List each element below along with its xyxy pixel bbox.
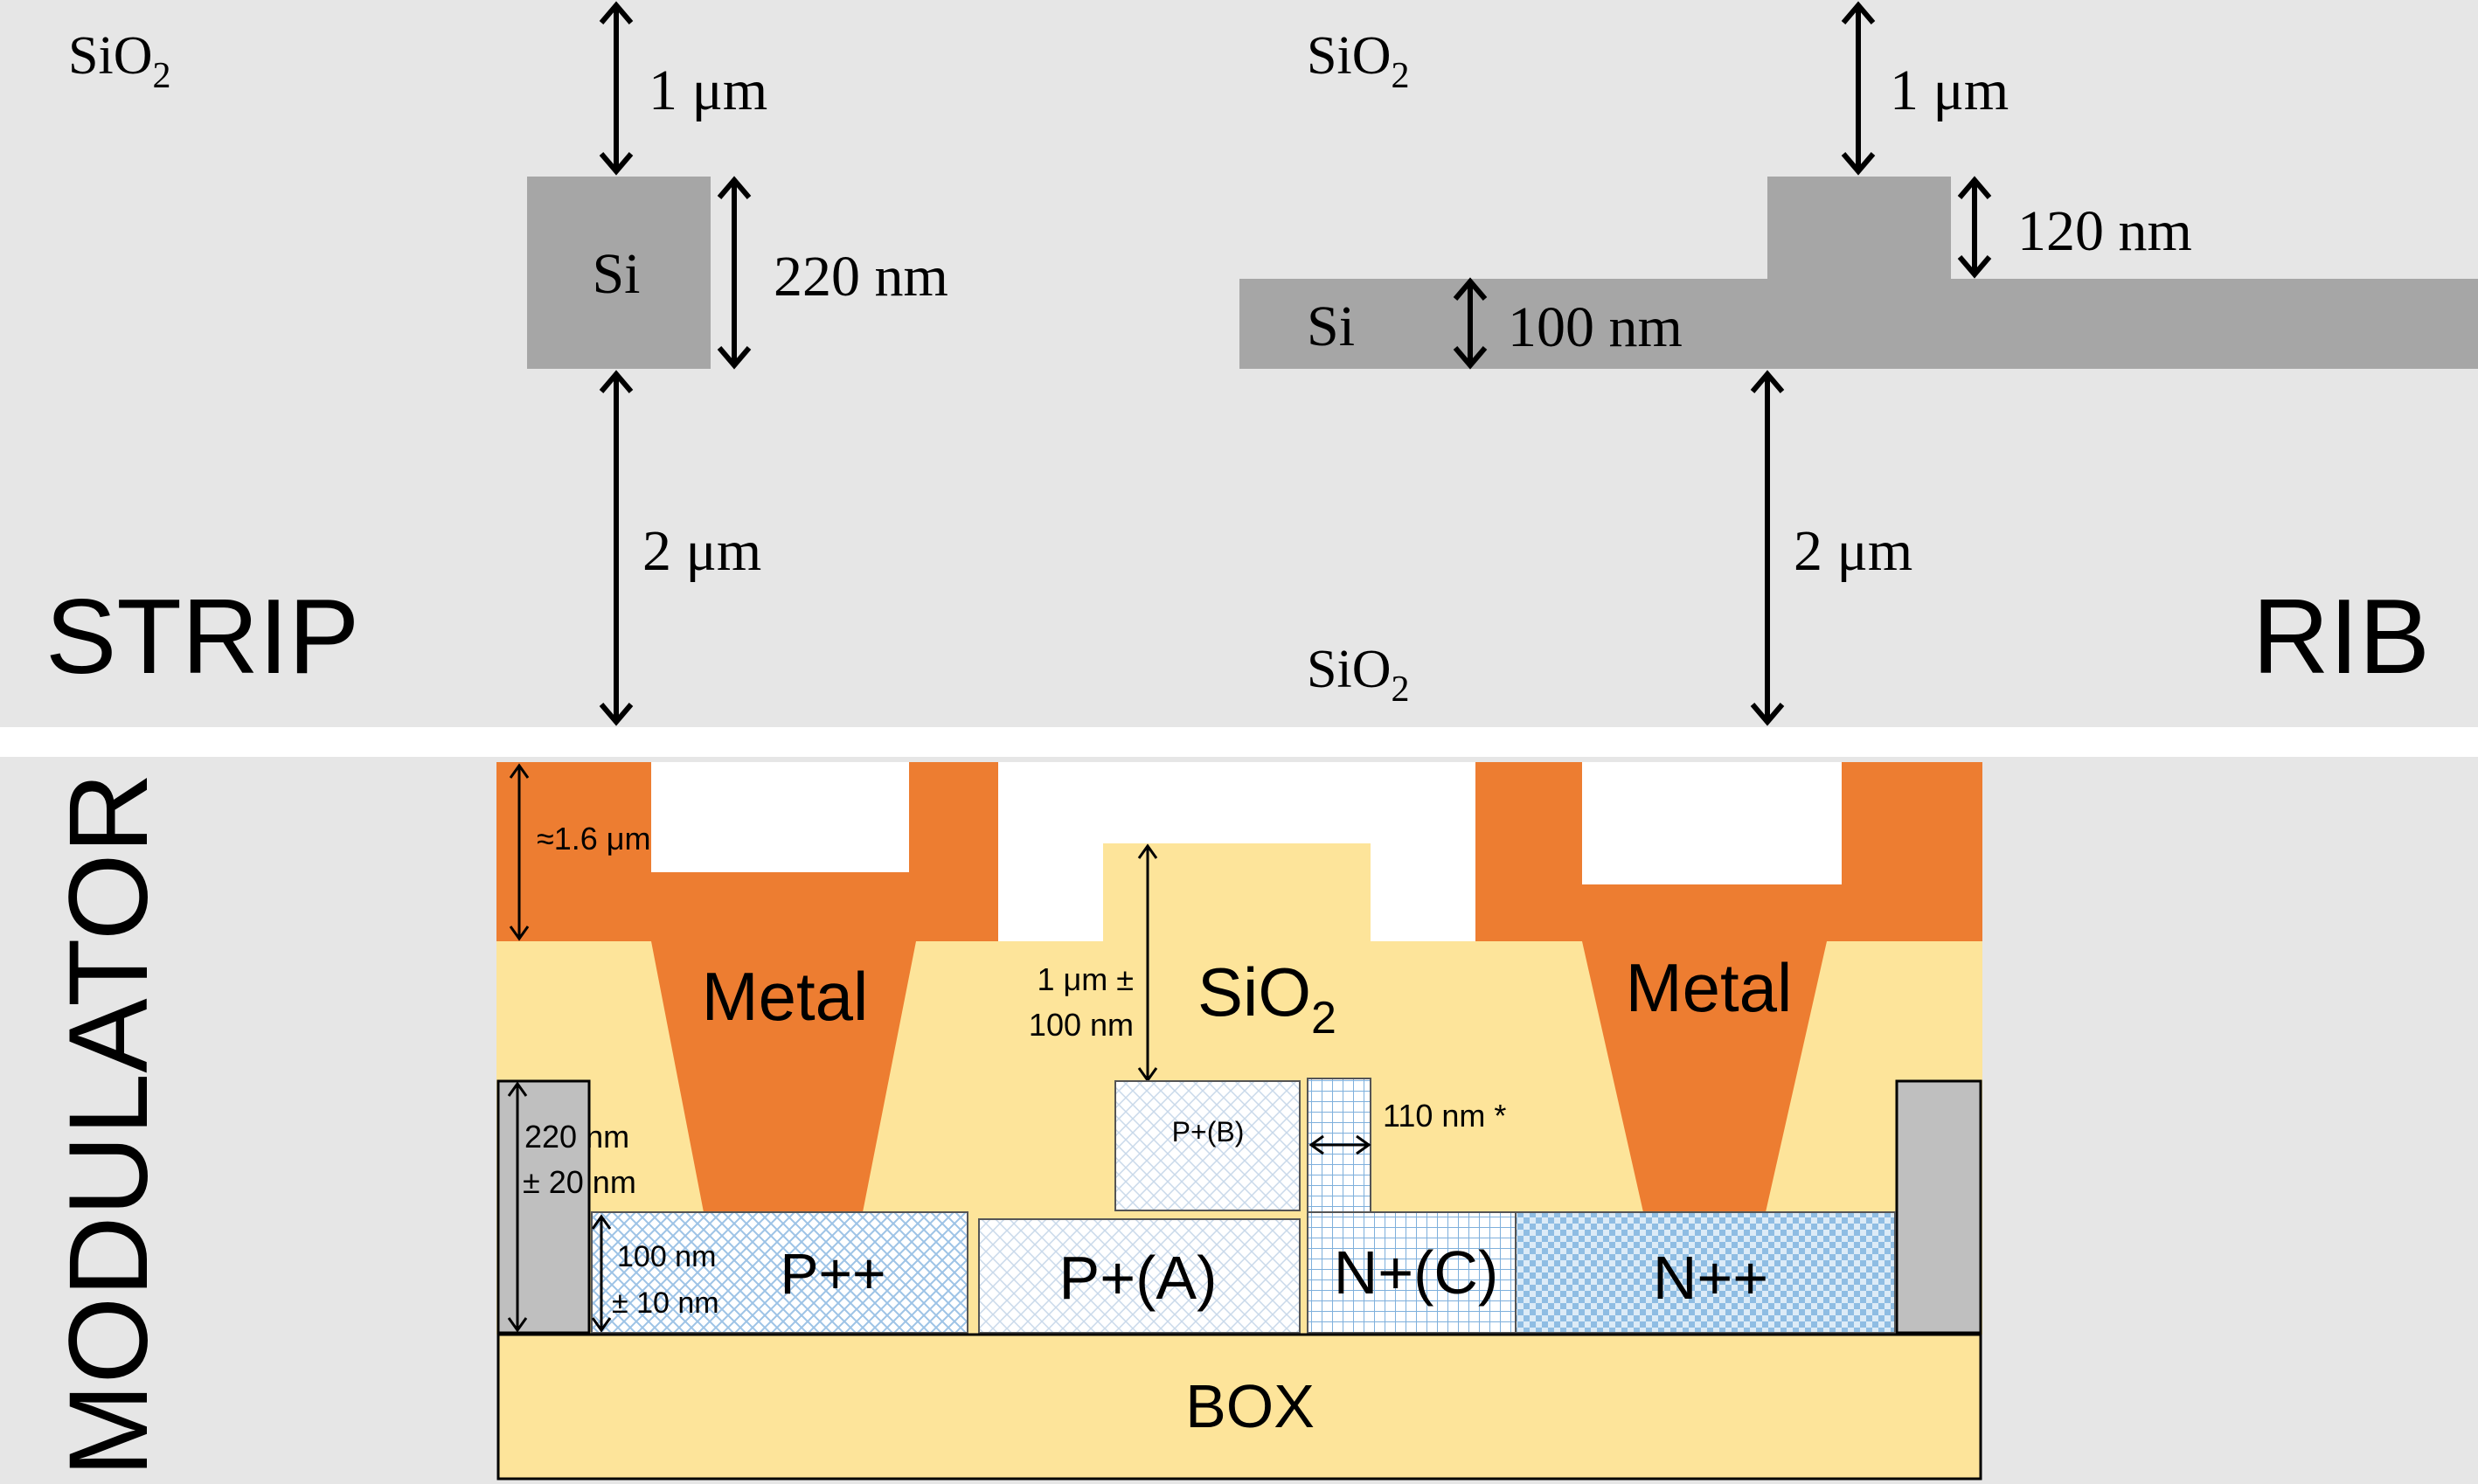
si-height-arrowheads [507, 1081, 528, 1333]
si-height-label-line1: 220 nm [524, 1119, 629, 1155]
right-si-block [1895, 1079, 1982, 1335]
offset-arrowheads [1308, 1134, 1371, 1155]
slab-height-label-line2: ± 10 nm [612, 1286, 719, 1320]
rib-si-label: Si [1307, 295, 1355, 358]
rib-slab-label: 100 nm [1508, 295, 1683, 359]
rib-oxide-bottom-label: SiO2 [1307, 640, 1409, 710]
n-plus-c-region [1307, 1211, 1517, 1334]
n-plus-plus-region [1515, 1211, 1896, 1334]
p-plus-plus-label: P++ [780, 1241, 885, 1306]
rib-bottom-gap-label: 2 μm [1794, 519, 1912, 583]
slab-height-arrowheads [591, 1214, 612, 1333]
p-plus-b-region [1114, 1080, 1301, 1211]
oxide-gap-label-line2: 100 nm [1029, 1007, 1134, 1043]
rib-height-arrowheads [1957, 176, 1992, 279]
rib-top-gap-arrowheads [1841, 1, 1876, 176]
metal-right [1475, 762, 1982, 1212]
strip-title: STRIP [45, 577, 359, 696]
rib-bottom-gap-arrowheads [1750, 370, 1785, 726]
rib-waveguide: SiO2 Si 1 μm 120 nm 100 nm 2 μm SiO2 RIB [1239, 1, 2478, 726]
si-height-label-line2: ± 20 nm [523, 1164, 636, 1200]
modulator-title: MODULATOR [46, 773, 171, 1477]
rib-height-label: 120 nm [2017, 199, 2192, 263]
n-plus-plus-label: N++ [1653, 1244, 1768, 1312]
metal-thickness-label: ≈1.6 μm [537, 821, 651, 856]
strip-si-core [527, 177, 711, 369]
metal-left [496, 762, 998, 1212]
modulator-cross-section: Metal Metal ≈1.6 μm SiO2 1 μm ± 100 nm 2… [496, 762, 1982, 1481]
oxide-gap-label-line1: 1 μm ± [1037, 961, 1134, 997]
p-plus-a-label: P+(A) [1059, 1244, 1218, 1312]
strip-top-gap-arrowheads [599, 1, 634, 176]
box-label: BOX [1185, 1372, 1315, 1440]
strip-bottom-gap-label: 2 μm [642, 519, 761, 583]
p-plus-plus-region [591, 1211, 968, 1334]
p-plus-b-label: P+(B) [1172, 1116, 1245, 1148]
rib-top-gap-label: 1 μm [1890, 59, 2009, 122]
strip-oxide-label: SiO2 [68, 26, 170, 96]
rib-title: RIB [2252, 577, 2430, 696]
rib-oxide-top-label: SiO2 [1307, 26, 1409, 96]
slab-height-label-line1: 100 nm [617, 1240, 716, 1273]
n-plus-c-label: N+(C) [1334, 1238, 1499, 1307]
rib-slab-arrowheads [1453, 277, 1488, 370]
modulator-oxide-label: SiO2 [1197, 954, 1336, 1044]
box-layer [496, 1333, 1982, 1481]
metal-right-label: Metal [1626, 949, 1793, 1026]
strip-bottom-gap-arrowheads [599, 370, 634, 726]
strip-height-arrowheads [717, 176, 752, 370]
strip-top-gap-label: 1 μm [649, 59, 767, 122]
strip-waveguide: SiO2 Si 1 μm 220 nm 2 μm STRIP [45, 1, 948, 726]
left-si-block [496, 1079, 591, 1335]
strip-si-label: Si [592, 242, 640, 306]
metal-left-label: Metal [702, 958, 869, 1035]
strip-height-label: 220 nm [774, 245, 948, 309]
metal-thickness-arrowheads [509, 763, 530, 941]
rib-si-profile [1239, 177, 2478, 369]
p-plus-a-region [978, 1218, 1301, 1334]
offset-label: 110 nm * [1383, 1098, 1506, 1134]
